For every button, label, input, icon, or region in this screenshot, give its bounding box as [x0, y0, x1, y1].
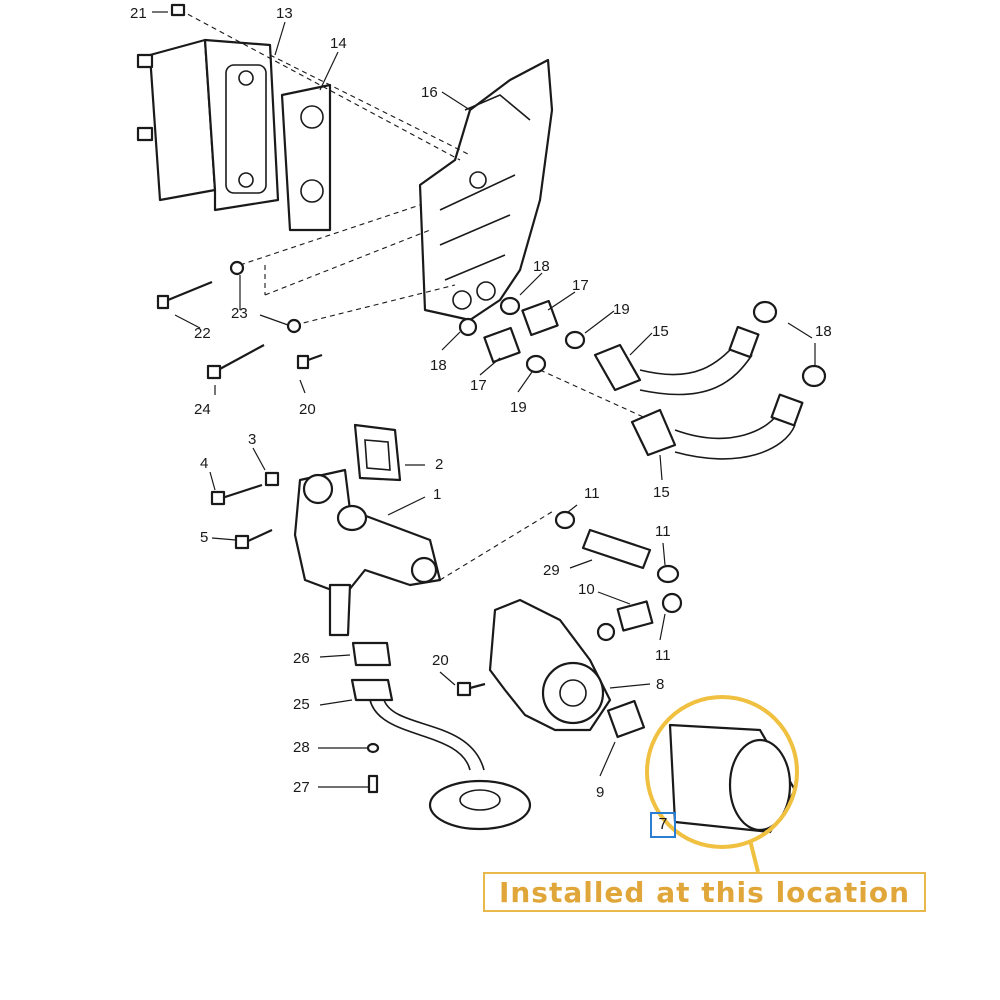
- filter-bracket: [418, 58, 554, 322]
- label-13: 13: [276, 5, 293, 22]
- label-16: 16: [421, 84, 438, 101]
- callout-connector: [748, 839, 760, 873]
- oil-pump: [293, 468, 442, 637]
- label-27: 27: [293, 779, 310, 796]
- label-9: 9: [596, 784, 604, 801]
- pump-gasket: [353, 423, 402, 482]
- label-15-top: 15: [652, 323, 669, 340]
- label-5: 5: [200, 529, 208, 546]
- label-28: 28: [293, 739, 310, 756]
- label-20-top: 20: [299, 401, 316, 418]
- label-22: 22: [194, 325, 211, 342]
- oil-cooler: [136, 38, 280, 212]
- part-labels: 21 13 14 16 18 17 19 15 18 23 22 24 20 1…: [130, 5, 832, 801]
- pump-bolts: [210, 471, 280, 550]
- label-8: 8: [656, 676, 664, 693]
- label-21: 21: [130, 5, 147, 22]
- oil-filter: [668, 723, 797, 834]
- label-18-top: 18: [533, 258, 550, 275]
- label-10: 10: [578, 581, 595, 598]
- label-11-low: 11: [655, 647, 671, 664]
- label-25: 25: [293, 696, 310, 713]
- label-4: 4: [200, 455, 208, 472]
- label-7-highlight-box: 7: [650, 812, 676, 838]
- installation-callout: Installed at this location: [483, 872, 926, 912]
- label-11-mid: 11: [655, 523, 671, 540]
- fittings-17-18-19: [458, 296, 586, 374]
- label-23: 23: [231, 305, 248, 322]
- fasteners-top: [156, 3, 323, 380]
- fittings-10-11-29: [554, 510, 683, 642]
- label-18-right: 18: [815, 323, 832, 340]
- label-17-mid: 17: [470, 377, 487, 394]
- filter-highlight-circle: [645, 695, 799, 849]
- label-11-top: 11: [584, 485, 600, 502]
- label-18-mid: 18: [430, 357, 447, 374]
- label-20-low: 20: [432, 652, 449, 669]
- label-24: 24: [194, 401, 211, 418]
- label-1: 1: [433, 486, 441, 503]
- filter-housing: [456, 598, 646, 739]
- label-19-top: 19: [613, 301, 630, 318]
- label-29: 29: [543, 562, 560, 579]
- oil-hoses: [593, 300, 827, 460]
- label-3: 3: [248, 431, 256, 448]
- oil-pickup: [350, 641, 532, 831]
- leader-lines: [152, 11, 816, 788]
- cooler-gasket: [280, 83, 332, 232]
- label-2: 2: [435, 456, 443, 473]
- label-15-low: 15: [653, 484, 670, 501]
- label-19-mid: 19: [510, 399, 527, 416]
- label-26: 26: [293, 650, 310, 667]
- label-17-top: 17: [572, 277, 589, 294]
- label-14: 14: [330, 35, 347, 52]
